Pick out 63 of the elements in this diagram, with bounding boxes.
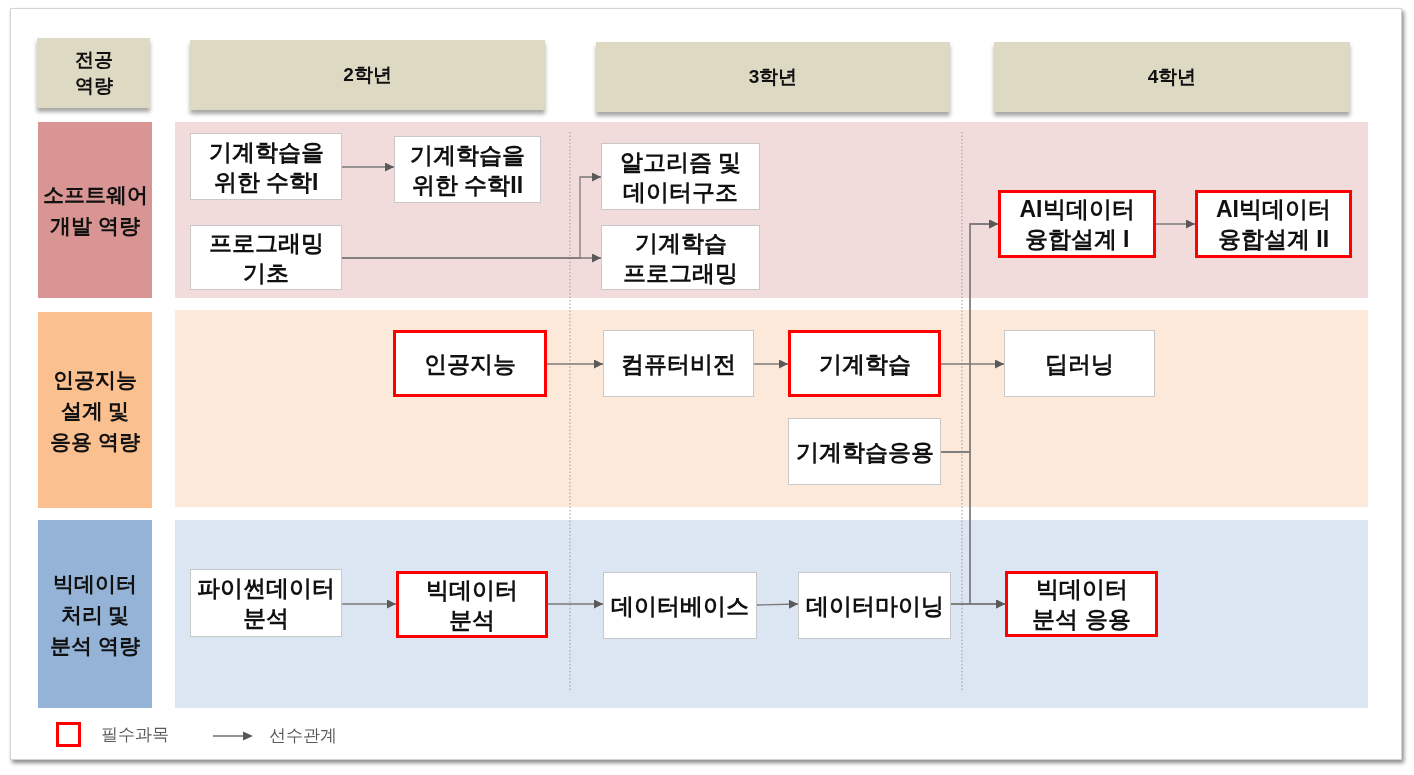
course-name: 컴퓨터비전 (621, 349, 736, 379)
header-text: 전공 역량 (73, 48, 114, 98)
legend-label: 필수과목 (101, 724, 169, 746)
course-box (798, 572, 951, 639)
header-text: 2학년 (343, 63, 392, 87)
course-name: 딥러닝 (1045, 349, 1114, 379)
course-box (190, 133, 342, 200)
connector-arrow (950, 599, 1006, 609)
course-name: 데이터마이닝 (805, 591, 944, 621)
required-course-box (1005, 571, 1158, 637)
course-name: 데이터베이스 (611, 591, 749, 621)
connector-arrow (547, 599, 604, 609)
required-course-box (788, 330, 941, 397)
required-course-box (396, 571, 548, 638)
header-text: 3학년 (748, 65, 798, 89)
connector-arrow (940, 359, 1005, 369)
row-label-text: 인공지능 설계 및 응용 역량 (49, 366, 141, 455)
header-panel (994, 42, 1350, 112)
course-name: AI빅데이터 융합설계 I (1018, 195, 1136, 254)
row-band (175, 310, 1368, 507)
connector-arrow (753, 359, 789, 369)
course-box (1004, 330, 1155, 397)
row-label-panel (38, 312, 152, 508)
course-box (190, 569, 342, 637)
course-name: 알고리즘 및 데이터구조 (618, 147, 743, 207)
connector-arrow (341, 162, 395, 172)
required-course-box (998, 190, 1156, 258)
course-name: 기계학습 (818, 349, 911, 379)
required-course-box (1195, 190, 1352, 258)
header-text: 4학년 (1147, 65, 1197, 89)
required-course-box (393, 330, 547, 397)
course-name: 프로그래밍 기초 (207, 228, 325, 288)
course-name: 기계학습응용 (795, 437, 934, 467)
course-name: 빅데이터 분석 (425, 575, 519, 635)
header-panel (190, 40, 545, 110)
course-box (601, 143, 760, 210)
course-name: AI빅데이터 융합설계 II (1215, 195, 1332, 254)
connector-arrow (341, 253, 602, 263)
course-name: 인공지능 (424, 349, 516, 379)
row-label-text: 빅데이터 처리 및 분석 역량 (49, 570, 141, 659)
course-box (601, 225, 760, 290)
course-box (603, 330, 754, 397)
course-name: 파이썬데이터 분석 (196, 574, 336, 633)
connector-arrow (1155, 219, 1196, 229)
course-box (788, 418, 941, 485)
header-panel (596, 42, 950, 112)
course-name: 빅데이터 분석 응용 (1031, 575, 1132, 634)
course-name: 기계학습을 위한 수학I (207, 137, 325, 197)
course-box (603, 572, 757, 639)
row-band (175, 122, 1368, 298)
connector-arrow (341, 599, 397, 609)
row-label-panel (38, 520, 152, 708)
course-box (394, 136, 541, 203)
header-panel (37, 38, 150, 108)
connector-arrow (756, 599, 799, 609)
course-name: 기계학습 프로그래밍 (622, 228, 739, 288)
legend-label: 선수관계 (269, 725, 337, 747)
course-box (190, 225, 342, 290)
row-label-text: 소프트웨어 개발 역량 (41, 182, 149, 239)
connector-arrow (546, 359, 604, 369)
row-label-panel (38, 122, 152, 298)
course-name: 기계학습을 위한 수학II (409, 140, 526, 200)
row-band (175, 520, 1368, 708)
